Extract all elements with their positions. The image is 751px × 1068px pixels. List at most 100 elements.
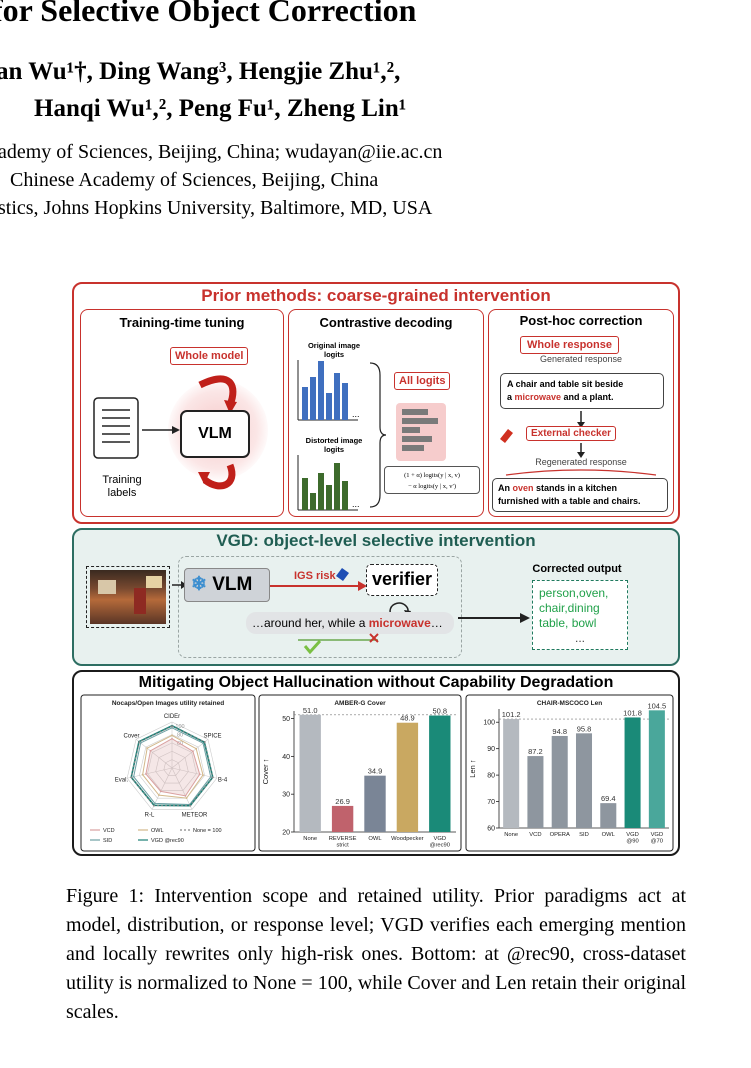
- figure-caption: Figure 1: Intervention scope and retaine…: [66, 885, 686, 1023]
- bar-value-label: 101.8: [623, 708, 642, 717]
- bar-value-label: 94.8: [552, 727, 567, 736]
- vgd-vlm-box: ❄ VLM: [184, 568, 270, 602]
- bar-value-label: 69.4: [601, 794, 616, 803]
- dist-ellipsis: ...: [352, 499, 360, 509]
- radar-title: Nocaps/Open Images utility retained: [112, 700, 224, 707]
- regen-line2: furnished with a table and chairs.: [498, 496, 641, 506]
- affiliation-2: Chinese Academy of Sciences, Beijing, Ch…: [10, 169, 379, 191]
- radar-point: [146, 747, 149, 750]
- radar-point: [211, 776, 214, 779]
- bar-value-label: 95.8: [577, 724, 592, 733]
- authors-line-2: Hanqi Wu¹,², Peng Fu¹, Zheng Lin¹: [34, 95, 407, 122]
- x-tick-label: OWL: [368, 836, 382, 842]
- input-image-frame: [86, 566, 170, 628]
- radar-point: [149, 749, 152, 752]
- orig-line2: logits: [324, 350, 344, 359]
- radar-legend-label: VGD @rec90: [151, 838, 184, 844]
- radar-point: [184, 794, 187, 797]
- y-tick-label: 60: [487, 826, 495, 833]
- y-axis-label: Cover ↑: [261, 759, 270, 785]
- radar-point: [152, 804, 155, 807]
- bar: [527, 756, 544, 828]
- bar: [600, 803, 617, 828]
- radar-point: [154, 802, 156, 805]
- authors-line-1: an Wu¹†, Ding Wang³, Hengjie Zhu¹,²,: [0, 58, 401, 85]
- radar-legend-label: VCD: [103, 828, 115, 834]
- affiliation-3: stics, Johns Hopkins University, Baltimo…: [0, 197, 433, 219]
- radar-grid-ring: [163, 759, 181, 776]
- y-tick-label: 40: [282, 754, 290, 761]
- contrastive-formula: (1 + α) logits(y | x, v) − α logits(y | …: [384, 466, 480, 494]
- orig-ellipsis: ...: [352, 409, 360, 419]
- prior-methods-title: Prior methods: coarse-grained interventi…: [201, 286, 551, 305]
- radar-grid-ring: [155, 750, 189, 784]
- output-line4: ...: [574, 631, 585, 645]
- radar-ring-label: 100: [175, 724, 184, 730]
- vgd-title: VGD: object-level selective intervention: [216, 531, 536, 550]
- contrastive-title: Contrastive decoding: [319, 315, 453, 330]
- radar-spoke: [135, 739, 173, 769]
- bubble-pre: …around her, while a: [252, 616, 369, 630]
- radar-axis-label: Cover: [123, 734, 139, 740]
- gen-resp-line1: A chair and table sit beside: [507, 379, 624, 389]
- radar-point: [141, 773, 144, 776]
- posthoc-box: [488, 309, 674, 517]
- radar-spoke: [127, 767, 173, 779]
- regenerated-response-box: An oven stands in a kitchen furnished wi…: [492, 478, 668, 512]
- x-tick-label: SID: [579, 832, 589, 838]
- radar-grid-ring: [139, 734, 205, 799]
- y-tick-label: 100: [483, 720, 495, 727]
- all-logits-badge: All logits: [394, 372, 451, 390]
- input-image: [90, 570, 166, 624]
- x-tick-label: Woodpecker: [391, 836, 424, 842]
- radar-point: [159, 790, 162, 793]
- bar-value-label: 26.9: [335, 797, 350, 806]
- training-labels-line2: labels: [107, 487, 137, 499]
- bar: [503, 719, 520, 828]
- radar-spoke: [171, 739, 209, 769]
- radar-frame: [80, 694, 256, 852]
- x-tick-label: None: [504, 832, 518, 838]
- radar-point: [145, 773, 147, 775]
- radar-axis-label: R-L: [145, 813, 155, 819]
- radar-point: [132, 775, 135, 778]
- radar-series-owl: [142, 734, 204, 799]
- radar-point: [192, 750, 194, 753]
- x-tick-label: OPERA: [550, 832, 570, 838]
- radar-chart: Nocaps/Open Images utility retainedCIDEr…: [80, 694, 256, 852]
- bar-chart-title: CHAIR-MSCOCO Len: [537, 700, 602, 707]
- regenerated-response-label: Regenerated response: [535, 457, 627, 467]
- cycle-arrow-top: [198, 375, 237, 407]
- charts-panel: [72, 670, 680, 856]
- radar-legend-label: None = 100: [193, 828, 222, 834]
- training-time-box: [80, 309, 284, 517]
- pepper-icon: [500, 429, 513, 443]
- verifier-box: verifier: [366, 564, 438, 596]
- igs-risk-label: IGS risk: [294, 570, 336, 582]
- arrow-head-bottom: [198, 472, 210, 484]
- gen-resp-highlight: microwave: [514, 392, 562, 402]
- gen-resp-post: and a plant.: [561, 392, 614, 402]
- external-checker-badge: External checker: [526, 426, 617, 441]
- bar: [299, 714, 321, 832]
- radar-point: [209, 775, 212, 778]
- x-tick-label: OWL: [602, 832, 616, 838]
- radar-axis-label: METEOR: [182, 813, 208, 819]
- corrected-output-title: Corrected output: [532, 563, 622, 575]
- training-time-title: Training-time tuning: [119, 315, 245, 330]
- bar: [396, 722, 419, 832]
- contrastive-box: [288, 309, 484, 517]
- bar-value-label: 104.5: [647, 701, 666, 710]
- radar-series-sid: [133, 727, 212, 806]
- prior-methods-panel: [72, 282, 680, 524]
- igs-risk-arrow: [270, 568, 367, 591]
- training-labels: Training labels: [88, 474, 156, 500]
- radar-point: [171, 734, 173, 737]
- dist-line1: Distorted image: [305, 436, 363, 445]
- vlm-box: VLM: [180, 410, 250, 458]
- training-labels-line1: Training: [102, 474, 142, 486]
- bar-value-label: 87.2: [528, 747, 543, 756]
- training-diagram: [93, 375, 237, 490]
- bar-value-label: 50.8: [432, 707, 447, 716]
